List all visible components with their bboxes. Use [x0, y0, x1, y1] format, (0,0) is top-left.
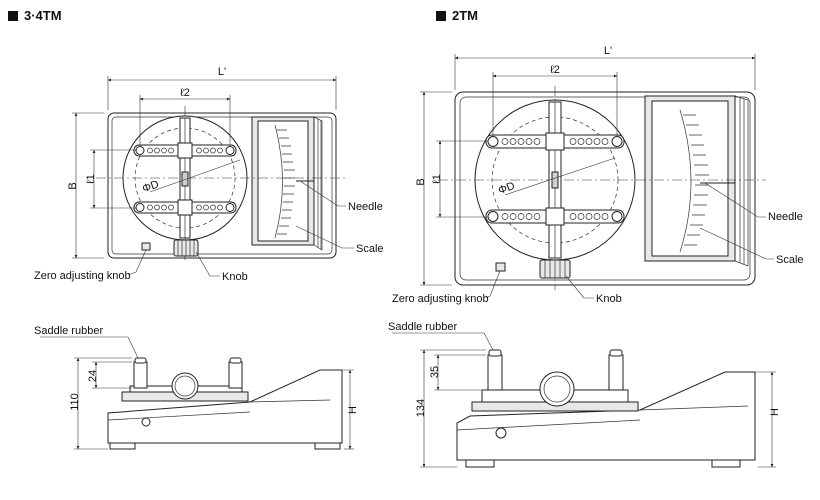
right-dim-hole-pitch-x: ℓ2 — [550, 64, 560, 76]
left-dim-rubber-height: 24 — [87, 370, 99, 382]
right-dim-rubber-height: 35 — [429, 366, 441, 378]
left-zero-knob — [141, 242, 151, 251]
left-dim-height: H — [347, 406, 359, 414]
right-top-view: ΦD L' ℓ2 B ℓ1 Needle Scale Zero adjustin… — [392, 45, 804, 305]
left-label-needle: Needle — [348, 201, 383, 213]
heading-bullet-icon — [436, 10, 446, 21]
right-model-heading: 2TM — [436, 8, 478, 23]
right-dim-overall-length: L' — [604, 45, 612, 57]
right-dim-plate-dia: ΦD — [497, 180, 517, 197]
left-side-screw — [141, 417, 151, 427]
right-side-screw — [495, 427, 507, 439]
right-foot — [465, 459, 495, 468]
right-zero-knob — [495, 262, 506, 272]
left-sample-bottle — [171, 372, 199, 400]
right-dim-total-height: 134 — [415, 399, 427, 417]
right-saddle-post — [608, 354, 624, 391]
right-label-needle: Needle — [768, 211, 803, 223]
left-dim-plate-dia: ΦD — [141, 178, 161, 195]
right-diameter-leader — [504, 157, 616, 196]
right-dim-width: B — [415, 178, 427, 185]
left-dim-overall-length: L' — [218, 66, 226, 78]
right-dim-height: H — [769, 408, 781, 416]
left-foot — [109, 442, 136, 450]
left-body-inner — [111, 116, 333, 255]
right-label-zero-knob: Zero adjusting knob — [392, 293, 489, 305]
right-label-saddle-rubber: Saddle rubber — [388, 321, 457, 333]
left-scale-curve — [274, 124, 283, 239]
left-saddle-post — [133, 361, 148, 389]
left-top-view: ΦD L' ℓ2 B ℓ1 Needle Scale Zero adjustin — [34, 66, 384, 283]
left-dim-total-height: 110 — [69, 393, 81, 411]
left-label-knob: Knob — [222, 271, 248, 283]
right-scale-curve — [679, 109, 692, 253]
right-label-knob: Knob — [596, 293, 622, 305]
left-dim-hole-pitch-y: ℓ1 — [85, 174, 97, 184]
right-side-view: 35 134 H Saddle rubber — [388, 321, 781, 468]
right-model-title: 2TM — [452, 8, 478, 23]
left-foot — [314, 442, 341, 450]
right-sample-bottle — [539, 371, 575, 407]
left-model-title: 3·4TM — [24, 8, 62, 23]
right-scale-ticks — [683, 114, 709, 246]
right-foot — [711, 459, 741, 468]
left-model-heading: 3·4TM — [8, 8, 62, 23]
left-dim-hole-pitch-x: ℓ2 — [180, 87, 190, 99]
left-dim-width: B — [67, 182, 79, 189]
heading-bullet-icon — [8, 10, 18, 21]
left-label-zero-knob: Zero adjusting knob — [34, 270, 131, 282]
left-label-saddle-rubber: Saddle rubber — [34, 325, 103, 337]
left-label-scale: Scale — [356, 243, 384, 255]
right-label-scale: Scale — [776, 254, 804, 266]
left-saddle-post — [228, 361, 243, 389]
left-side-view: 24 110 H Saddle rubber — [34, 325, 359, 450]
right-scale-panel — [651, 100, 729, 257]
left-diameter-leader — [149, 159, 241, 193]
right-dim-hole-pitch-y: ℓ1 — [431, 174, 443, 184]
right-saddle-post — [487, 354, 503, 391]
